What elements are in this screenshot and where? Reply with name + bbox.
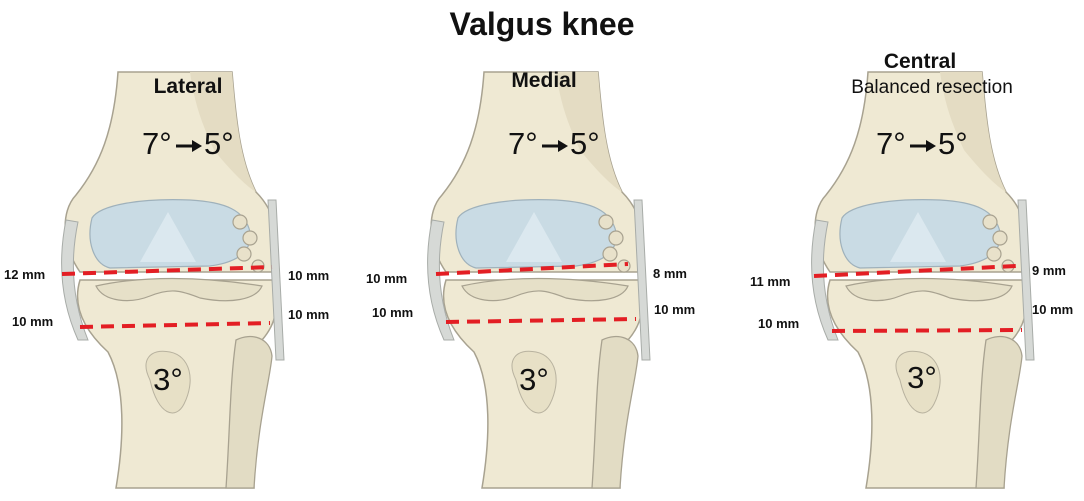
arrow-right-icon <box>910 140 936 152</box>
knee-illustration <box>61 71 285 489</box>
tibial-cut-line <box>79 321 271 329</box>
femoral-angle-to: 5° <box>204 126 234 161</box>
femoral-angle-change: 7° 5° <box>876 126 968 161</box>
femoral-angle-change: 7° 5° <box>508 126 600 161</box>
tibial-cut-line <box>831 328 1023 333</box>
panel-central: Central Balanced resection 7° 5° 3° 11 m… <box>750 50 1073 489</box>
medial-ligament <box>427 219 455 341</box>
tibial-cut-right-label: 10 mm <box>1032 302 1073 317</box>
femoral-cut-line <box>61 265 273 276</box>
tibial-cut-right-label: 10 mm <box>654 302 695 317</box>
femoral-angle-change: 7° 5° <box>142 126 234 161</box>
femoral-cut-line <box>435 262 629 276</box>
femoral-cut-right-label: 8 mm <box>653 266 687 281</box>
medial-ligament <box>61 219 89 341</box>
cartilage-highlight <box>506 212 562 262</box>
medial-ligament <box>811 219 839 341</box>
panel-title: Lateral <box>154 75 223 98</box>
femur-shading <box>556 72 622 192</box>
arrow-right-icon <box>176 140 202 152</box>
femoral-cut-right-label: 9 mm <box>1032 263 1066 278</box>
figure-title: Valgus knee <box>449 6 635 42</box>
lateral-ligament <box>267 199 285 361</box>
lateral-ligament <box>633 199 651 361</box>
panel-medial: Medial 7° 5° 3° 10 mm 8 mm 10 mm 10 mm <box>366 69 695 489</box>
tibia-shading <box>511 350 557 414</box>
knee-illustration <box>811 71 1035 489</box>
femoral-angle-from: 7° <box>142 126 172 161</box>
femoral-angle-from: 7° <box>876 126 906 161</box>
femur-shading <box>940 72 1006 192</box>
lateral-ligament <box>1017 199 1035 361</box>
meniscus <box>461 277 629 302</box>
tibial-angle: 3° <box>153 362 183 397</box>
femur-shading <box>190 72 256 192</box>
femoral-cut-left-label: 10 mm <box>366 271 407 286</box>
femoral-cut-left-label: 12 mm <box>4 267 45 282</box>
cartilage-highlight <box>140 212 196 262</box>
tibial-cut-left-label: 10 mm <box>12 314 53 329</box>
tibial-cut-left-label: 10 mm <box>372 305 413 320</box>
tibial-cut-right-label: 10 mm <box>288 307 329 322</box>
fibula <box>591 335 639 489</box>
panel-title: Central <box>884 50 956 73</box>
femoral-cut-line <box>813 264 1017 278</box>
tibia-shading <box>145 350 191 414</box>
panel-title: Medial <box>511 69 576 92</box>
meniscus <box>95 277 263 302</box>
arrow-right-icon <box>542 140 568 152</box>
panel-lateral: Lateral 7° 5° 3° 12 mm 10 mm 10 mm 10 mm <box>4 71 329 489</box>
meniscus <box>845 277 1013 302</box>
femoral-cut-left-label: 11 mm <box>750 274 790 289</box>
cartilage-highlight <box>890 212 946 262</box>
tibial-angle: 3° <box>519 362 549 397</box>
knee-illustration <box>427 71 651 489</box>
tibial-angle: 3° <box>907 360 937 395</box>
femoral-angle-from: 7° <box>508 126 538 161</box>
tibial-cut-line <box>445 317 637 324</box>
tibia-shading <box>895 350 941 414</box>
fibula <box>975 335 1023 489</box>
fibula <box>225 335 273 489</box>
tibial-cut-left-label: 10 mm <box>758 316 799 331</box>
femoral-angle-to: 5° <box>938 126 968 161</box>
femoral-cut-right-label: 10 mm <box>288 268 329 283</box>
panel-subtitle: Balanced resection <box>851 77 1013 98</box>
femoral-angle-to: 5° <box>570 126 600 161</box>
